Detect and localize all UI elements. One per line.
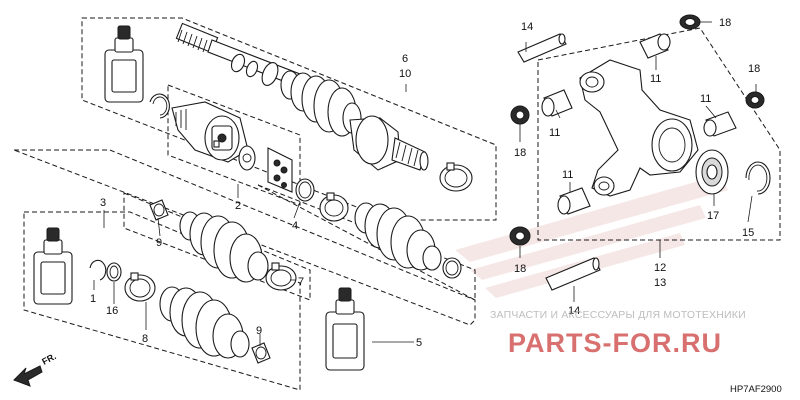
label-7: 7 — [298, 276, 304, 288]
boot-band-9-lower — [251, 342, 271, 364]
snap-ring-15 — [745, 161, 771, 195]
boot-band-small — [442, 257, 462, 279]
circlip-4 — [295, 178, 315, 202]
label-12: 12 — [654, 262, 666, 274]
label-4: 4 — [292, 220, 298, 232]
label-10: 10 — [399, 68, 411, 80]
label-13: 13 — [654, 277, 666, 289]
circlip-1 — [89, 259, 107, 281]
label-9-lower: 9 — [256, 325, 262, 337]
pivot-bushing-lower — [557, 187, 591, 215]
inner-boot — [179, 211, 269, 283]
front-direction-arrow — [13, 365, 43, 387]
dust-seal-18-c — [510, 105, 530, 125]
drive-shaft-assembly — [175, 22, 473, 192]
part-number-labels: 6 10 14 18 11 18 11 11 18 11 17 15 12 13… — [90, 17, 760, 349]
label-15: 15 — [742, 227, 754, 239]
boot-band-8 — [124, 272, 156, 302]
label-5: 5 — [416, 337, 422, 349]
label-3: 3 — [100, 197, 106, 209]
boot-band-middle — [319, 192, 349, 222]
label-18-right: 18 — [748, 63, 760, 75]
dust-seal-18-b — [745, 91, 765, 109]
label-9-upper: 9 — [156, 237, 162, 249]
label-14-bottom: 14 — [568, 305, 580, 317]
watermark-brand: PARTS-FOR.RU — [508, 328, 722, 358]
stop-ring-16 — [106, 262, 122, 282]
label-18-top-right: 18 — [719, 17, 731, 29]
leader-lines — [93, 21, 757, 346]
label-1: 1 — [90, 293, 96, 305]
label-18-bottom: 18 — [514, 263, 526, 275]
group-box-middle — [13, 149, 476, 326]
group-box-upper — [81, 17, 497, 221]
set-ring-upper — [149, 93, 170, 119]
label-11-left: 11 — [549, 127, 560, 139]
label-2: 2 — [235, 200, 241, 212]
group-box-lower — [23, 211, 301, 391]
label-8: 8 — [142, 333, 148, 345]
rear-knuckle — [579, 59, 699, 197]
watermark-brand-name: PARTS-FOR.RU — [508, 328, 722, 358]
inner-joint-housing — [171, 101, 249, 163]
pivot-bushing-right — [703, 111, 737, 137]
grease-tube-lower — [325, 287, 365, 371]
label-6: 6 — [402, 53, 408, 65]
dust-seal-18-a — [679, 14, 701, 30]
grease-tube-middle — [33, 227, 73, 305]
label-16: 16 — [106, 305, 118, 317]
boot-band-7 — [265, 262, 297, 291]
group-box-joint — [167, 84, 301, 206]
group-box-knuckle — [537, 27, 781, 241]
outer-boot-upper — [280, 70, 362, 137]
boot-band-upper — [439, 162, 473, 192]
label-11-top: 11 — [650, 73, 661, 85]
outer-boot-lower — [159, 286, 250, 359]
joint-cage — [238, 145, 256, 171]
watermark-tagline: ЗАПЧАСТИ И АКСЕССУАРЫ ДЛЯ МОТОТЕХНИКИ — [490, 309, 746, 321]
label-11-right: 11 — [700, 93, 711, 105]
pivot-bushing-upper-right — [639, 33, 671, 59]
label-17: 17 — [707, 210, 719, 222]
boot-band-9-upper — [149, 199, 169, 221]
label-14-top: 14 — [521, 21, 533, 33]
group-box-inner-boots — [123, 192, 311, 301]
outer-boot-middle — [354, 202, 442, 271]
grease-tube-upper — [104, 25, 144, 103]
dust-seal-18-d — [509, 226, 531, 246]
pivot-bushing-left — [541, 89, 573, 117]
label-18-left: 18 — [514, 147, 526, 159]
label-11-bottom: 11 — [562, 169, 573, 181]
spacer-pipe-14-lower — [545, 257, 601, 291]
diagram-code: HP7AF2900 — [730, 384, 782, 395]
brand-wing-watermark — [455, 175, 728, 298]
outer-joint-housing — [349, 115, 429, 171]
front-label: FR. — [40, 351, 57, 367]
spacer-pipe-14-upper — [517, 33, 567, 63]
wheel-bearing-17 — [695, 149, 729, 195]
joint-bearing-race — [267, 147, 293, 193]
